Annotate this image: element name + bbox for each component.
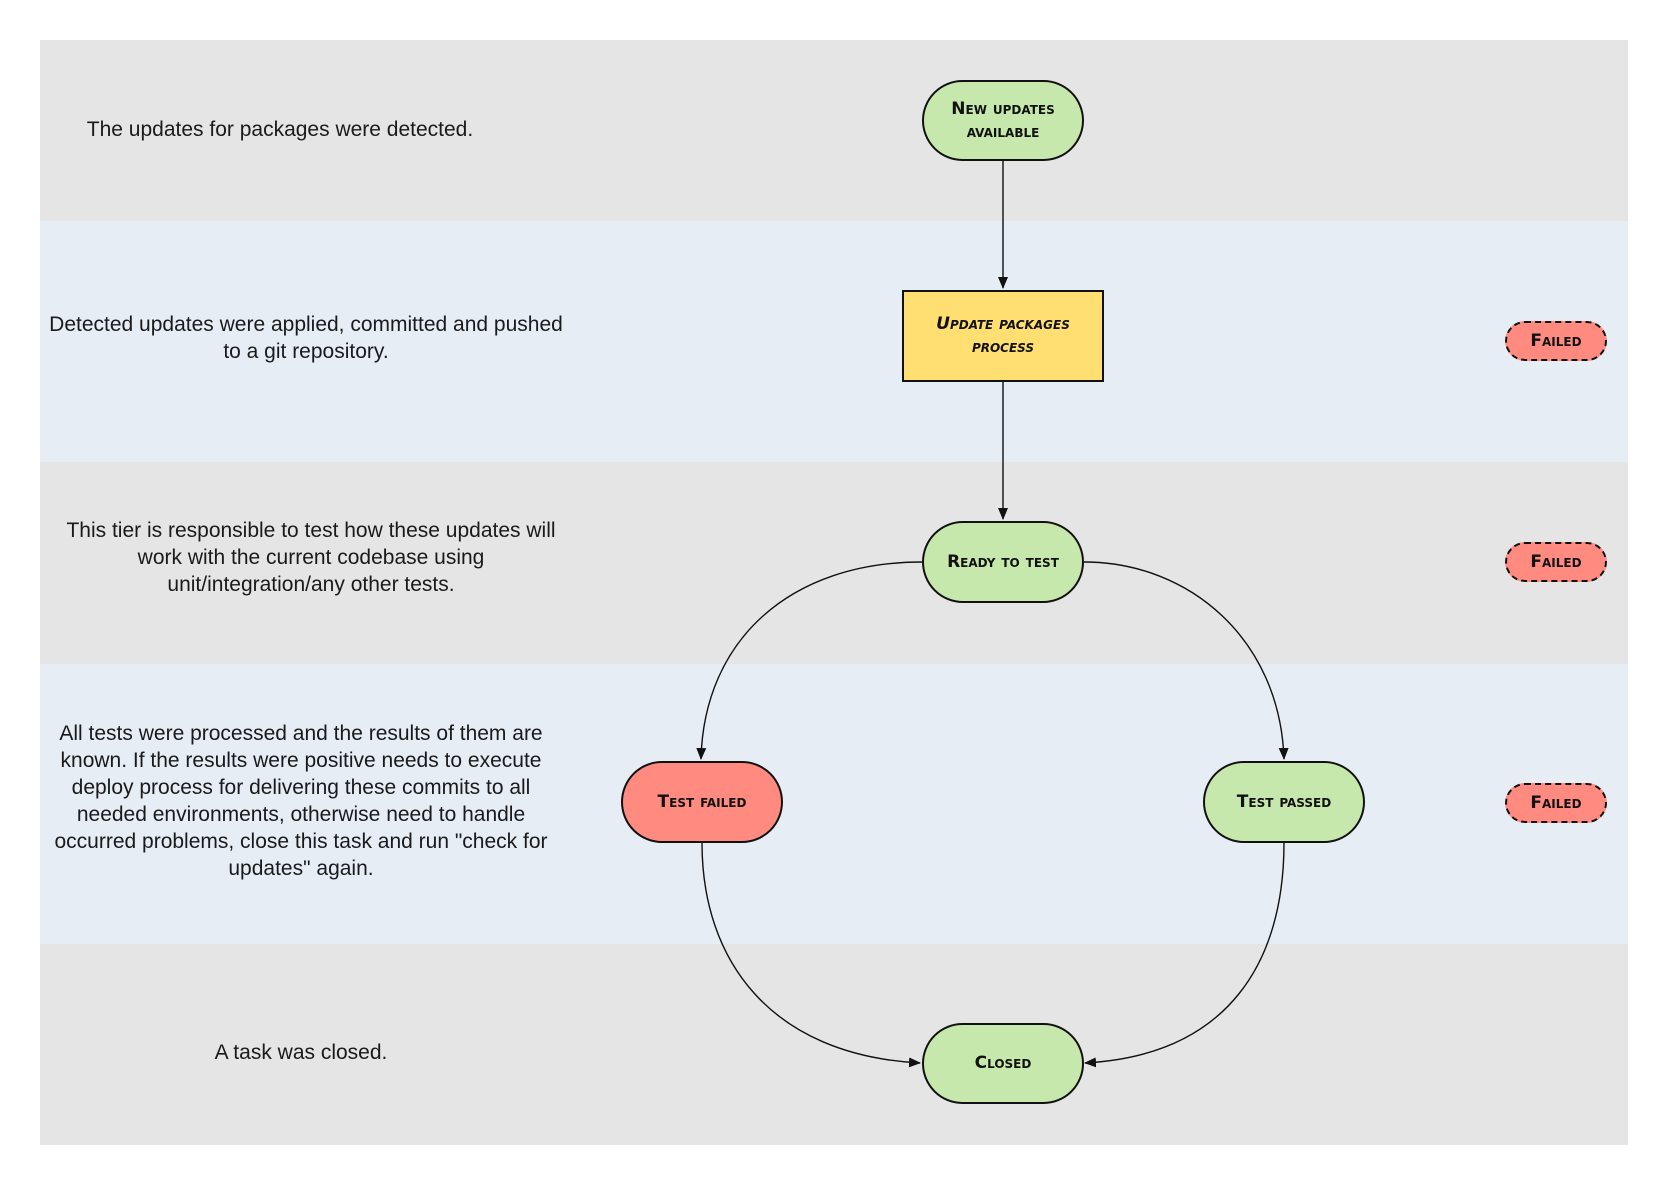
tier-band-3 (40, 462, 1628, 664)
failed-badge-tier-4[interactable]: Failed (1505, 783, 1607, 823)
failed-badge-tier-3[interactable]: Failed (1505, 542, 1607, 582)
tier-band-1 (40, 40, 1628, 221)
tier-3-description: This tier is responsible to test how the… (66, 519, 556, 596)
node-closed[interactable]: Closed (922, 1023, 1084, 1104)
tier-band-5 (40, 944, 1628, 1145)
edge-failed-to-closed (701, 842, 921, 1068)
edge-ready-to-passed (1083, 561, 1289, 760)
node-test-passed[interactable]: Test passed (1203, 761, 1365, 843)
node-new-updates-available[interactable]: New updates available (922, 80, 1084, 161)
tier-band-2 (40, 221, 1628, 462)
tier-5-description: A task was closed. (214, 1041, 388, 1064)
node-test-failed[interactable]: Test failed (621, 761, 783, 843)
node-ready-to-test[interactable]: Ready to test (922, 521, 1084, 603)
failed-badge-tier-2[interactable]: Failed (1505, 321, 1607, 361)
edge-passed-to-closed (1084, 842, 1285, 1068)
tier-1-description: The updates for packages were detected. (86, 118, 474, 141)
tier-2-description: Detected updates were applied, committed… (49, 313, 563, 363)
node-update-packages-process[interactable]: Update packages process (902, 290, 1104, 382)
edge-ready-to-failed (696, 561, 923, 760)
tier-4-description: All tests were processed and the results… (54, 722, 548, 880)
